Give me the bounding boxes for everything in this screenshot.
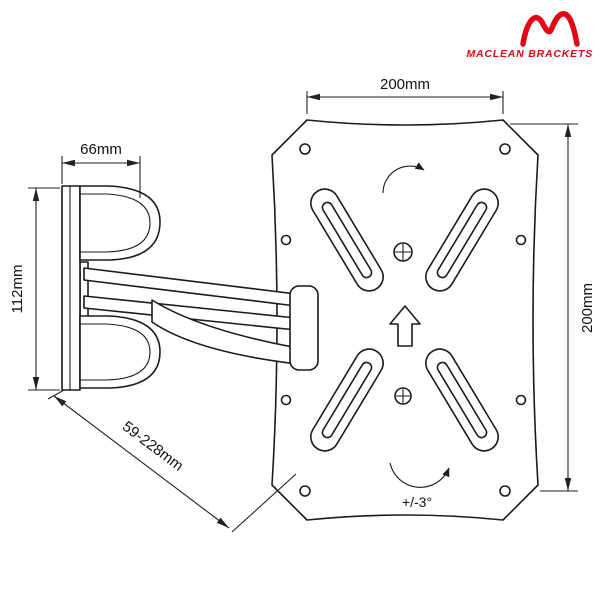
mounting-hole xyxy=(299,143,311,155)
bracket-depth-label: 66mm xyxy=(80,141,122,158)
dimension-plate-width: 200mm xyxy=(306,76,504,114)
dimension-extension-range: 59-228mm xyxy=(47,389,297,533)
vesa-slot-upper-left xyxy=(310,188,384,292)
articulating-arm xyxy=(79,261,319,371)
dimension-bracket-height: 112mm xyxy=(9,187,60,391)
plate-height-label: 200mm xyxy=(579,283,596,333)
mounting-hole xyxy=(299,485,311,497)
mounting-hole xyxy=(515,234,527,246)
top-pivot-screw xyxy=(393,242,413,262)
rotation-arrow-bottom-icon xyxy=(389,462,450,488)
mounting-hole xyxy=(499,485,511,497)
extension-range-label: 59-228mm xyxy=(119,418,186,475)
orientation-up-arrow-icon xyxy=(389,305,421,347)
bracket-upper-lobe xyxy=(79,185,161,261)
bracket-height-label: 112mm xyxy=(9,265,26,314)
dimension-bracket-depth: 66mm xyxy=(61,141,141,198)
mounting-hole xyxy=(515,394,527,406)
wall-plate xyxy=(61,185,81,391)
vesa-slot-lower-right xyxy=(425,348,499,452)
maclean-m-icon xyxy=(520,11,580,47)
arm-elbow-joint xyxy=(289,285,319,371)
bottom-pivot-screw xyxy=(394,387,412,405)
brand-name: MACLEAN BRACKETS xyxy=(466,48,593,60)
vesa-slot-lower-left xyxy=(310,348,384,452)
mounting-hole xyxy=(499,143,511,155)
dimension-plate-height: 200mm xyxy=(510,123,596,492)
vesa-slot-upper-right xyxy=(425,188,499,292)
bracket-upper-lobe-rib xyxy=(80,193,151,253)
rotation-arrow-top-icon xyxy=(382,162,425,194)
vesa-plate xyxy=(271,119,539,521)
bracket-lower-lobe xyxy=(79,315,161,389)
mounting-hole xyxy=(280,234,292,246)
plate-width-label: 200mm xyxy=(380,76,430,93)
rotation-angle-label: +/-3° xyxy=(402,494,432,510)
brand-logo: MACLEAN BRACKETS xyxy=(466,11,593,60)
wall-bracket xyxy=(61,185,161,391)
bracket-lower-lobe-rib xyxy=(80,323,151,381)
mounting-hole xyxy=(280,394,292,406)
